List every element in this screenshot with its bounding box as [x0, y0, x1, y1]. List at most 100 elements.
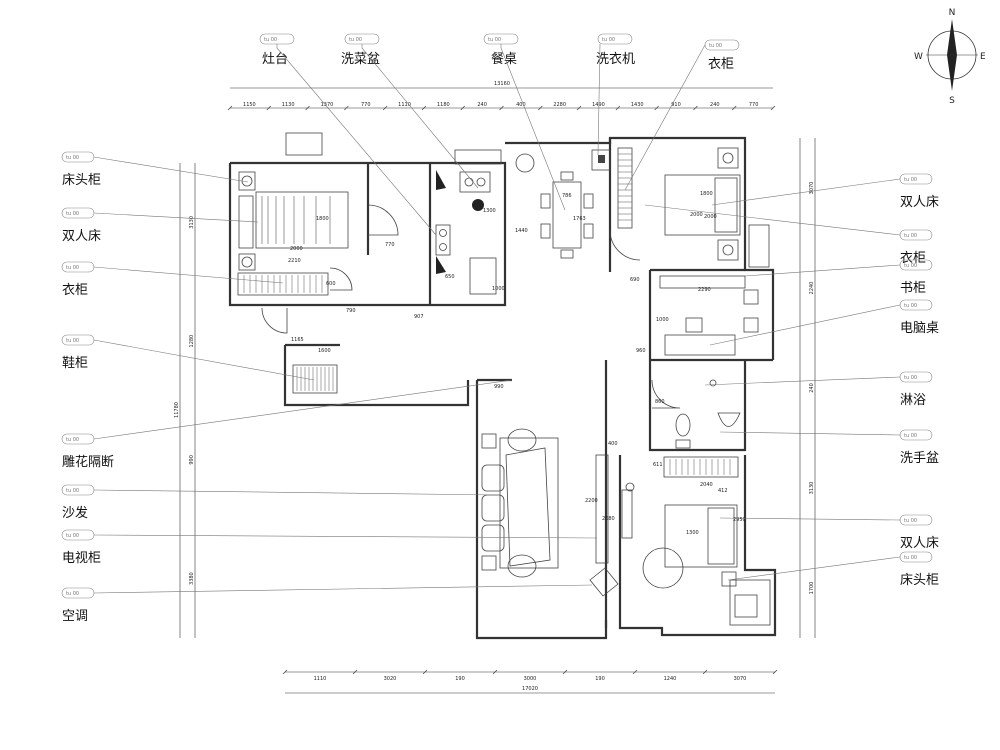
dim-inner-label: 611: [653, 462, 663, 468]
label-shoe-cabinet: 鞋柜: [62, 355, 88, 371]
dim-segment: 1240: [664, 676, 677, 682]
dimension-lines: [179, 87, 816, 694]
dim-bottom-total: 17020: [522, 686, 538, 692]
callout-washer: tu 00 洗衣机: [596, 33, 635, 156]
dim-inner-label: 907: [414, 314, 424, 320]
label-wardrobe: 衣柜: [900, 250, 926, 266]
dim-inner-label: 860: [655, 399, 665, 405]
label-dining: 餐桌: [491, 51, 517, 67]
dim-segment: 190: [595, 676, 605, 682]
dim-segment: 910: [671, 102, 681, 108]
dim-segment: 1130: [282, 102, 295, 108]
compass-icon: N S E W: [914, 8, 986, 106]
callout-bookcase: tu 00 书柜: [744, 259, 933, 296]
callout-tag: tu 00: [66, 533, 79, 539]
dim-inner-label: 650: [445, 274, 455, 280]
dim-left-segments: 3130 1280 990 3380: [189, 216, 195, 585]
dim-segment: 770: [361, 102, 371, 108]
callout-tag: tu 00: [904, 303, 917, 309]
dim-segment: 400: [516, 102, 526, 108]
dim-inner-label: 2210: [288, 258, 301, 264]
dim-segment: 3380: [189, 572, 195, 585]
callout-sink: tu 00 洗菜盆: [341, 33, 479, 189]
callout-tag: tu 00: [904, 177, 917, 183]
callout-tag: tu 00: [66, 488, 79, 494]
dim-inner-label: 600: [326, 281, 336, 287]
callout-tv-cabinet: tu 00 电视柜: [61, 529, 598, 566]
compass-s: S: [949, 96, 955, 106]
callout-tag: tu 00: [66, 591, 79, 597]
dim-segment: 2240: [809, 282, 815, 295]
dim-inner-label: 786: [562, 193, 572, 199]
dim-segment: 3070: [809, 182, 815, 195]
dim-segment: 770: [749, 102, 759, 108]
dim-segment: 2280: [553, 102, 566, 108]
dim-inner-label: 1165: [291, 337, 304, 343]
dim-segment: 1280: [189, 335, 195, 348]
dim-segment: 3070: [734, 676, 747, 682]
callout-tag: tu 00: [904, 263, 917, 269]
dim-inner-label: 2000: [290, 246, 303, 252]
label-nightstand-2: 床头柜: [900, 573, 939, 588]
label-wardrobe-top: 衣柜: [708, 56, 734, 72]
label-air-conditioner: 空调: [62, 609, 88, 624]
dim-segment: 240: [809, 383, 815, 393]
furniture: [237, 147, 759, 618]
dim-segment: 990: [189, 455, 195, 465]
callout-double-bed: tu 00 双人床: [711, 173, 939, 210]
dim-segment: 1370: [321, 102, 334, 108]
dim-inner-label: 1800: [316, 216, 329, 222]
dim-segment: 3000: [524, 676, 537, 682]
compass-e: E: [980, 52, 986, 62]
dim-inner-label: 960: [636, 348, 646, 354]
dim-inner-label: 2040: [700, 482, 713, 488]
dim-inner-label: 2000: [690, 212, 703, 218]
dim-inner-label: 2080: [602, 516, 615, 522]
callout-tag: tu 00: [709, 43, 722, 49]
dim-inner-label: 2200: [585, 498, 598, 504]
callout-air-conditioner: tu 00 空调: [61, 584, 593, 624]
dim-inner-label: 412: [718, 488, 728, 494]
callout-computer-desk: tu 00 电脑桌: [709, 299, 939, 346]
callout-wardrobe-top: tu 00 衣柜: [624, 39, 740, 191]
dim-inner-label: 1440: [515, 228, 528, 234]
label-stove: 灶台: [262, 52, 288, 67]
label-computer-desk: 电脑桌: [900, 321, 939, 336]
dim-segment: 1180: [437, 102, 450, 108]
dim-inner-label: 990: [494, 384, 504, 390]
dim-inner-label: 1300: [483, 208, 496, 214]
dim-inner-label: 2000: [704, 214, 717, 220]
dim-segment: 190: [455, 676, 465, 682]
label-shower: 淋浴: [900, 393, 926, 408]
dim-inner-label: 1763: [573, 216, 586, 222]
dim-segment: 1490: [592, 102, 605, 108]
dim-segment: 1430: [631, 102, 644, 108]
label-double-bed: 双人床: [62, 229, 101, 244]
dim-segment: 3130: [809, 482, 815, 495]
callout-tag: tu 00: [264, 37, 277, 43]
callout-tag: tu 00: [66, 211, 79, 217]
compass-n: N: [949, 8, 956, 18]
callout-tag: tu 00: [488, 37, 501, 43]
callout-tag: tu 00: [66, 265, 79, 271]
label-carved-partition: 雕花隔断: [62, 454, 114, 470]
dim-segment: 3130: [189, 216, 195, 229]
label-washbasin: 洗手盆: [900, 451, 939, 466]
label-tv-cabinet: 电视柜: [62, 551, 101, 566]
dim-segment: 1110: [398, 102, 411, 108]
label-double-bed: 双人床: [900, 195, 939, 210]
label-bookcase: 书柜: [900, 281, 926, 296]
callout-dining: tu 00 餐桌: [483, 33, 566, 211]
dim-left-total: 11780: [174, 402, 180, 418]
